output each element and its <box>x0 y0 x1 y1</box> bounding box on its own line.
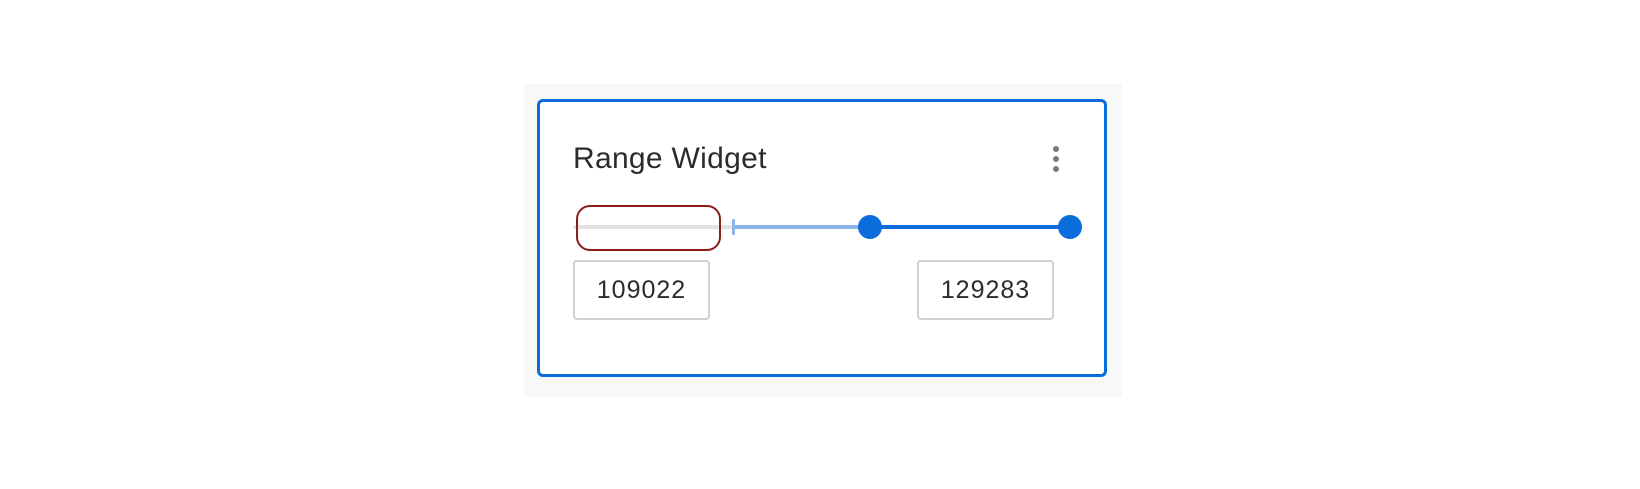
menu-dot <box>1053 156 1059 162</box>
slider-track-marker <box>732 219 735 235</box>
menu-dot <box>1053 146 1059 152</box>
menu-dot <box>1053 166 1059 172</box>
widget-backdrop: Range Widget <box>524 84 1122 397</box>
range-slider[interactable] <box>573 205 1082 251</box>
min-value-input[interactable] <box>573 260 710 320</box>
widget-title: Range Widget <box>573 142 767 175</box>
slider-track-selected <box>870 225 1070 229</box>
more-vertical-icon[interactable] <box>1048 144 1064 176</box>
slider-track-preview <box>733 225 870 229</box>
slider-handle-min[interactable] <box>858 215 882 239</box>
slider-focus-indicator[interactable] <box>576 205 721 251</box>
range-widget-card: Range Widget <box>537 99 1107 377</box>
max-value-input[interactable] <box>917 260 1054 320</box>
slider-handle-max[interactable] <box>1058 215 1082 239</box>
